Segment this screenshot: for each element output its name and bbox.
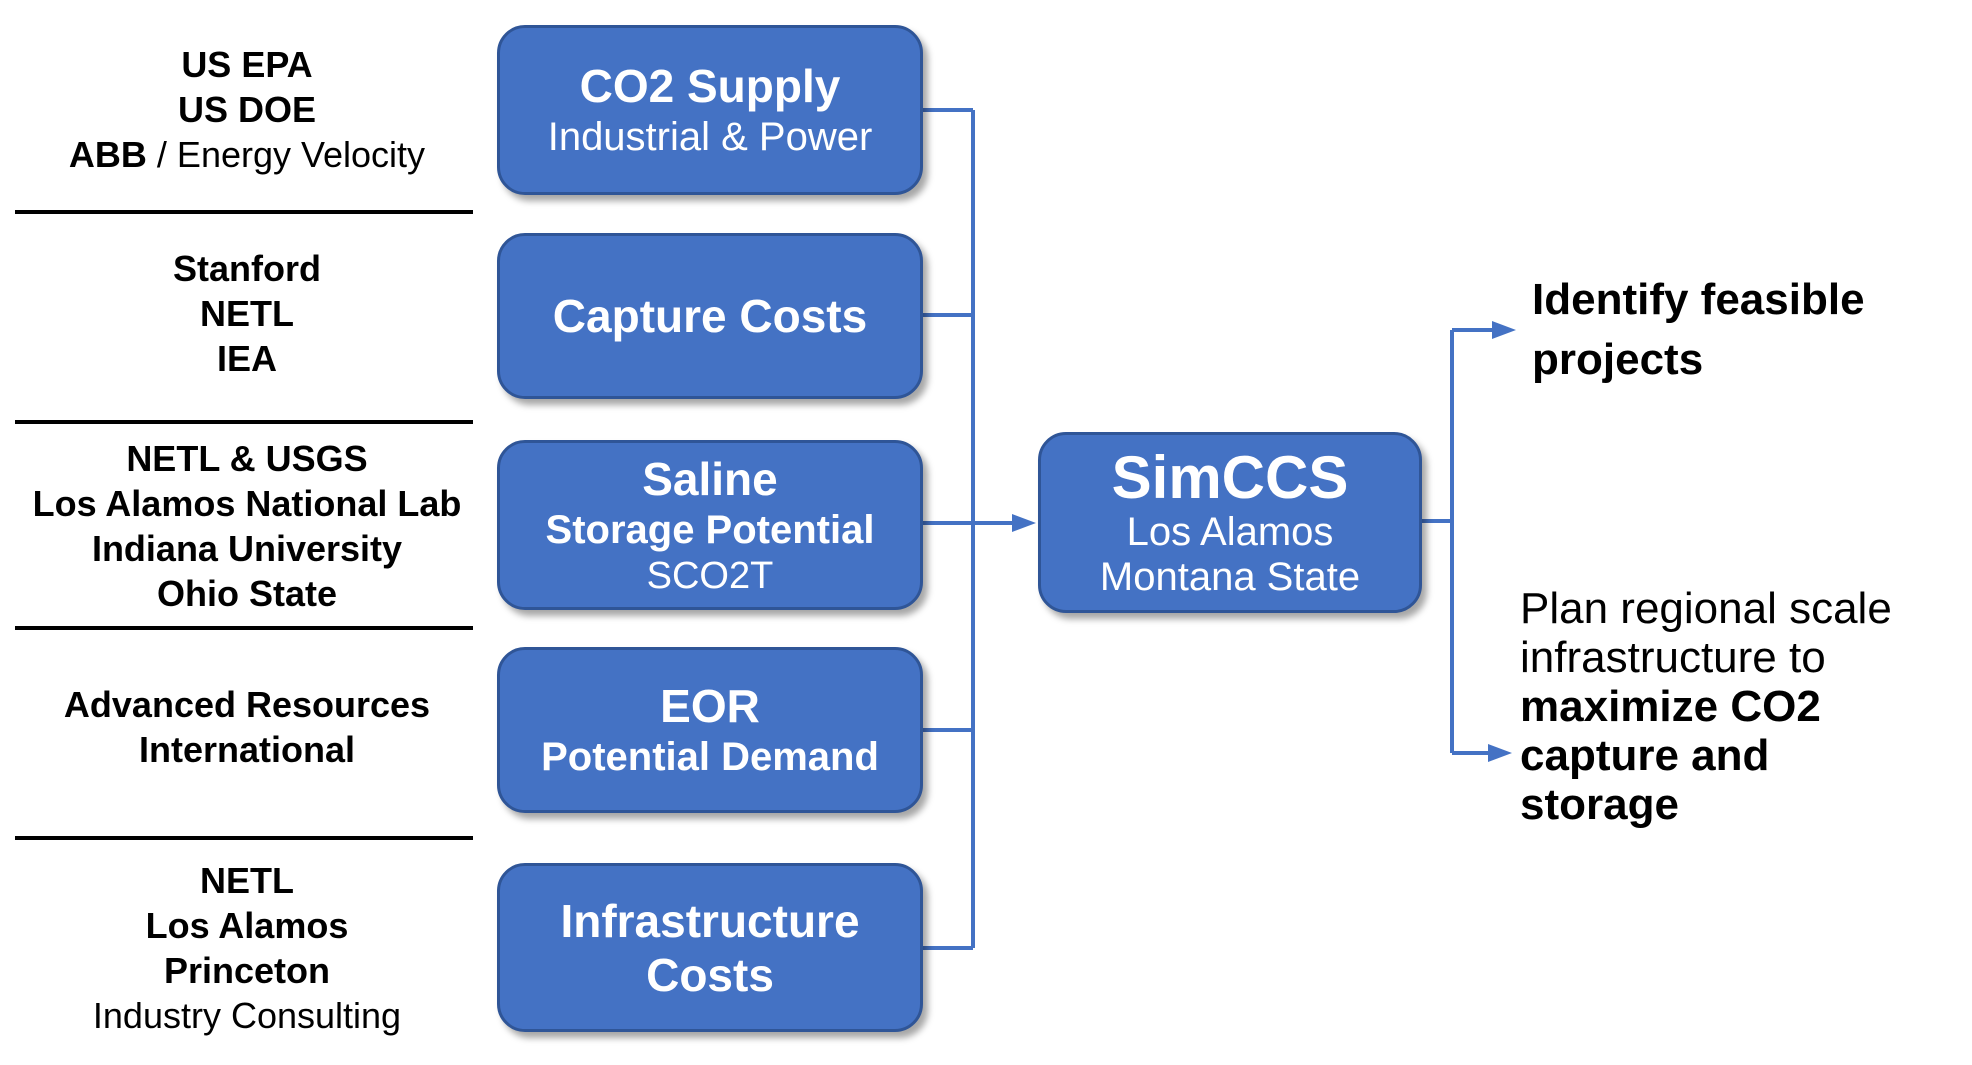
outcome-line: Plan regional scale	[1520, 584, 1892, 633]
arrowhead-into-simccs	[1012, 514, 1036, 532]
contributor-group-infrastructure: NETL Los Alamos Princeton Industry Consu…	[0, 858, 494, 1038]
node-subtitle: Industrial & Power	[547, 115, 873, 159]
outcome-line: projects	[1532, 335, 1704, 384]
contributor-line: US EPA	[181, 44, 313, 85]
outcome-line: Identify feasible	[1532, 275, 1865, 324]
node-title: Capture Costs	[552, 290, 868, 342]
arrowhead-top-outcome	[1492, 321, 1516, 339]
outcome-line: maximize CO2	[1520, 682, 1821, 731]
node-subtitle: Montana State	[1099, 554, 1361, 599]
contributor-line: Los Alamos	[145, 905, 349, 946]
contributor-line: Advanced Resources	[63, 684, 431, 725]
contributor-line: Princeton	[163, 950, 331, 991]
contributor-line: Indiana University	[91, 528, 403, 569]
divider-line	[15, 836, 473, 840]
divider-line	[15, 210, 473, 214]
contributor-group-eor: Advanced Resources International	[0, 682, 494, 772]
node-title: CO2 Supply	[579, 60, 841, 112]
node-title: Saline	[642, 453, 778, 505]
contributor-line: IEA	[216, 338, 277, 379]
node-subtitle: Storage Potential	[545, 508, 875, 552]
contributor-line: NETL	[200, 860, 294, 901]
contributor-line: Ohio State	[156, 573, 338, 614]
contributor-group-capture-costs: Stanford NETL IEA	[0, 246, 494, 381]
node-co2-supply: CO2 Supply Industrial & Power	[497, 25, 923, 195]
outcome-line: infrastructure to	[1520, 633, 1826, 682]
contributor-line: Stanford	[173, 248, 321, 289]
contributor-line: NETL & USGS	[126, 438, 368, 479]
node-infrastructure-costs: Infrastructure Costs	[497, 863, 923, 1032]
outcome-plan-infrastructure: Plan regional scale infrastructure to ma…	[1520, 584, 1968, 829]
node-capture-costs: Capture Costs	[497, 233, 923, 399]
divider-line	[15, 420, 473, 424]
node-title: SimCCS	[1111, 443, 1349, 511]
node-subtitle: Potential Demand	[541, 735, 879, 779]
node-subtitle: Los Alamos	[1126, 509, 1334, 554]
node-title: EOR	[660, 680, 760, 732]
contributor-line: NETL	[200, 293, 294, 334]
node-title: Infrastructure Costs	[560, 894, 860, 1001]
contributor-group-saline: NETL & USGS Los Alamos National Lab Indi…	[0, 436, 494, 616]
outcome-line: storage	[1520, 780, 1679, 829]
contributor-line: Industry Consulting	[92, 995, 402, 1036]
node-eor: EOR Potential Demand	[497, 647, 923, 813]
contributor-line: US DOE	[177, 89, 317, 130]
contributor-line: ABB / Energy Velocity	[68, 134, 426, 175]
node-subtitle-secondary: SCO2T	[646, 555, 774, 597]
outcome-line: capture and	[1520, 731, 1770, 780]
arrowhead-bottom-outcome	[1488, 744, 1512, 762]
contributor-group-co2-supply: US EPA US DOE ABB / Energy Velocity	[0, 42, 494, 177]
node-simccs: SimCCS Los Alamos Montana State	[1038, 432, 1422, 613]
outcome-identify-projects: Identify feasible projects	[1532, 270, 1968, 390]
node-saline: Saline Storage Potential SCO2T	[497, 440, 923, 610]
divider-line	[15, 626, 473, 630]
contributor-line: Los Alamos National Lab	[32, 483, 462, 524]
contributor-line: International	[138, 729, 356, 770]
